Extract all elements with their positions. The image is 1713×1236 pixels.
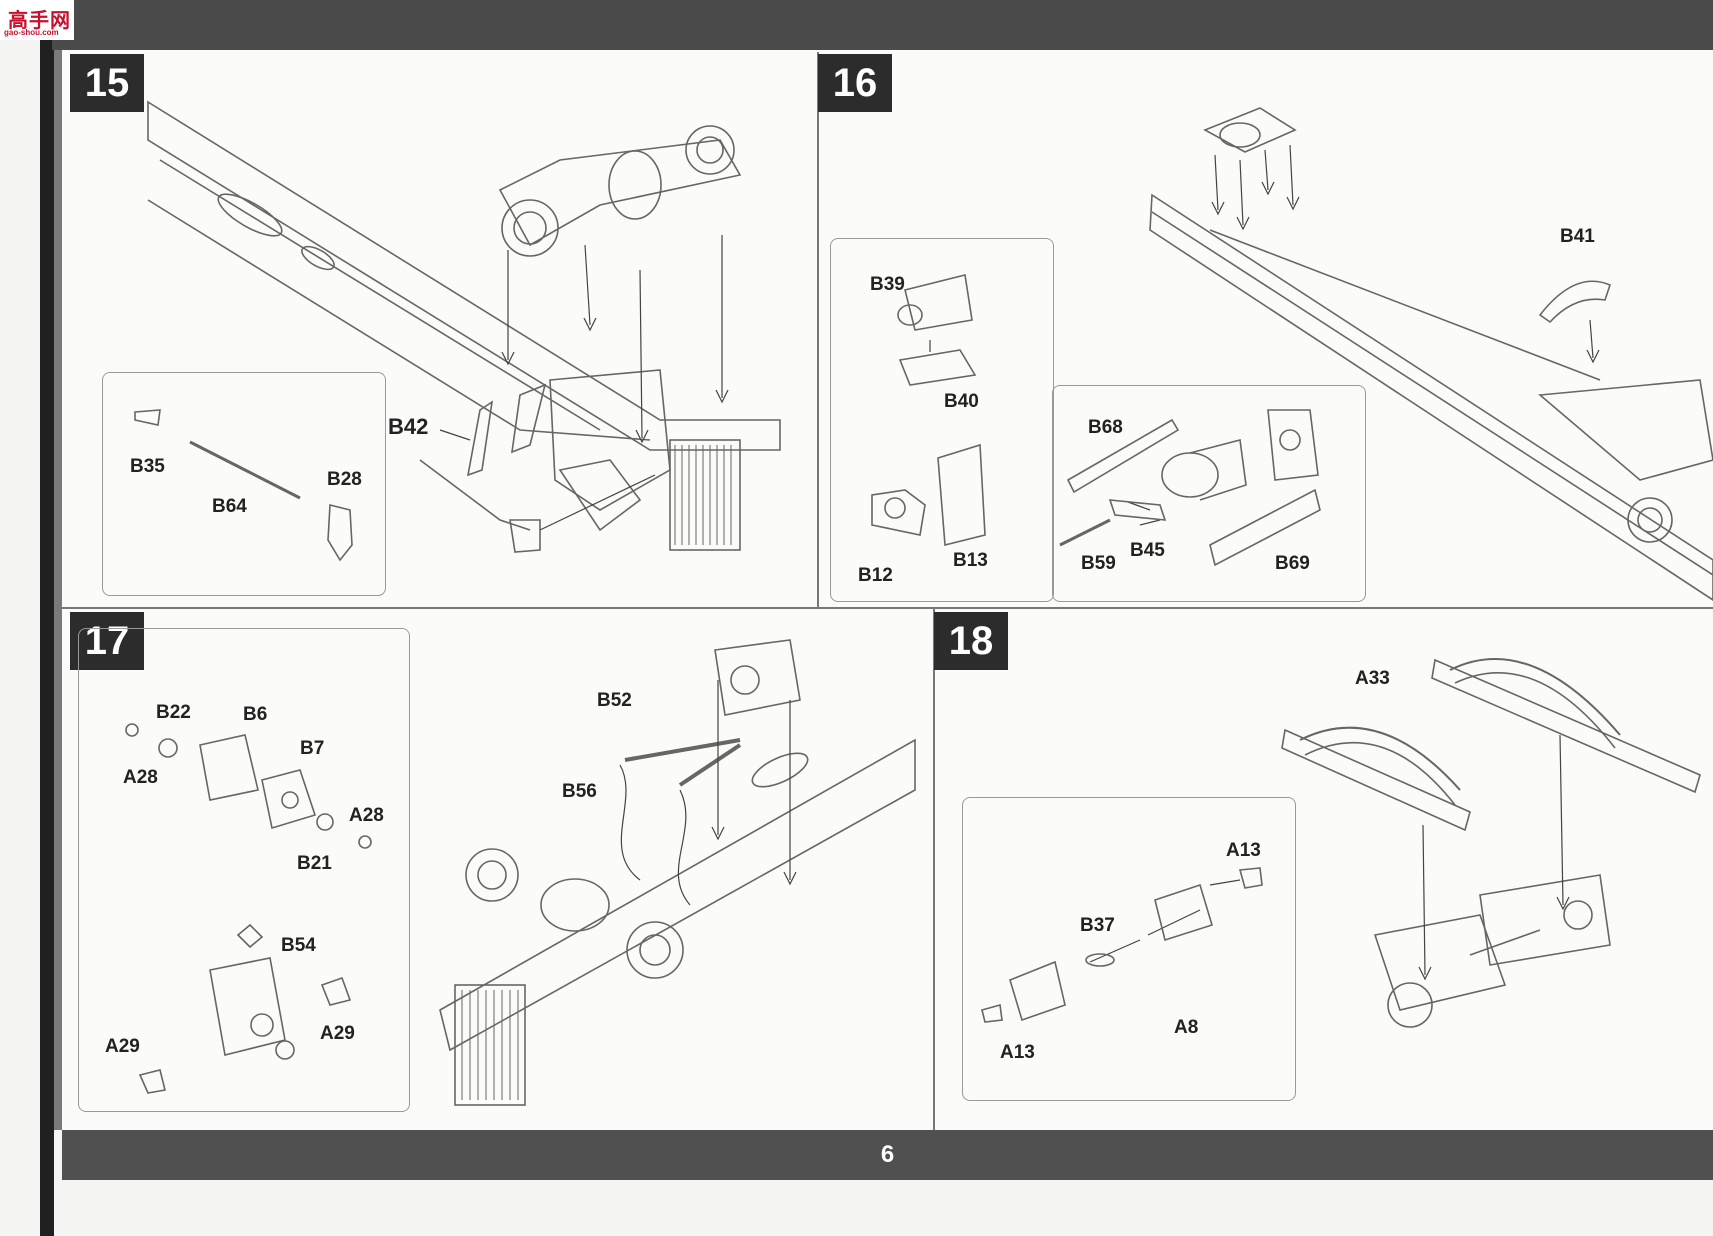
logo-url: gao-shou.com: [4, 28, 59, 37]
step16-inset-right-parts: [1059, 409, 1321, 567]
part-label: B42: [388, 414, 429, 439]
part-label: B37: [1080, 915, 1115, 936]
step16-air-tank: [1203, 107, 1297, 153]
part-label: B59: [1081, 553, 1116, 574]
step15-brackets: [419, 383, 547, 553]
step16-detail-inset-left: [830, 238, 1054, 602]
part-label: B69: [1275, 553, 1310, 574]
panel-divider-vertical-bottom: [933, 608, 935, 1130]
page-number: 6: [880, 1141, 895, 1168]
step17-chassis-assembly: [439, 639, 916, 1106]
part-label: B35: [130, 456, 165, 477]
part-label: A28: [349, 805, 384, 826]
part-label: B45: [1130, 540, 1165, 561]
step16-chassis-frame: [1149, 193, 1713, 601]
footer-bar: 6: [62, 1130, 1713, 1180]
step18-leaf-springs: [1281, 657, 1701, 832]
part-label: B6: [243, 704, 268, 725]
part-label: B22: [156, 702, 191, 723]
part-label: B39: [870, 274, 905, 295]
step-number-18: 18: [934, 612, 1008, 670]
step15-detail-inset: [102, 372, 386, 596]
step17-inset-parts: [125, 723, 372, 1094]
step17-detail-inset: [78, 628, 410, 1112]
part-label: B12: [858, 565, 893, 586]
step18-inset-parts: [981, 867, 1263, 1023]
step15-radiator: [669, 439, 741, 551]
step17-guide-arrows: [619, 680, 797, 906]
step15-chassis-frame: [147, 100, 781, 451]
part-label: B21: [297, 853, 332, 874]
part-label: B13: [953, 550, 988, 571]
part-label: B41: [1560, 226, 1595, 247]
binding-shadow: [40, 0, 54, 1236]
part-label: A28: [123, 767, 158, 788]
step15-guide-arrows: [439, 235, 729, 531]
step18-detail-inset: [962, 797, 1296, 1101]
part-label: B64: [212, 496, 247, 517]
panel-divider-vertical-top: [817, 52, 819, 608]
step-number-17: 17: [70, 612, 144, 670]
part-label: B7: [300, 738, 325, 759]
part-label: B40: [944, 391, 979, 412]
step18-axle-bogie: [1373, 874, 1611, 1028]
step-number-15: 15: [70, 54, 144, 112]
step15-rear-axle: [498, 125, 742, 257]
part-label: A29: [320, 1023, 355, 1044]
watermark-logo: 高手网 gao-shou.com: [0, 0, 74, 40]
logo-text: 高手网: [8, 10, 71, 32]
part-label: A13: [1226, 840, 1261, 861]
part-label: A33: [1355, 668, 1390, 689]
part-label: B56: [562, 781, 597, 802]
top-header-bar: [52, 0, 1713, 50]
instruction-page: [62, 50, 1713, 1130]
step16-guide-arrows: [929, 144, 1600, 526]
part-label: A29: [105, 1036, 140, 1057]
step16-fender-b41: [1538, 280, 1611, 324]
page-left-edge: [54, 50, 62, 1130]
part-label: B28: [327, 469, 362, 490]
part-label: A8: [1174, 1017, 1199, 1038]
part-label: B54: [281, 935, 316, 956]
step-number-16: 16: [818, 54, 892, 112]
step17-rods: [624, 738, 742, 787]
part-label: A13: [1000, 1042, 1035, 1063]
step15-inset-parts: [134, 409, 353, 562]
part-label: B68: [1088, 417, 1123, 438]
part-label: B52: [597, 690, 632, 711]
step16-detail-inset-right: [1052, 385, 1366, 602]
panel-divider-horizontal: [62, 607, 1713, 609]
step16-inset-left-parts: [871, 274, 986, 547]
step18-guide-arrows: [1089, 734, 1570, 981]
